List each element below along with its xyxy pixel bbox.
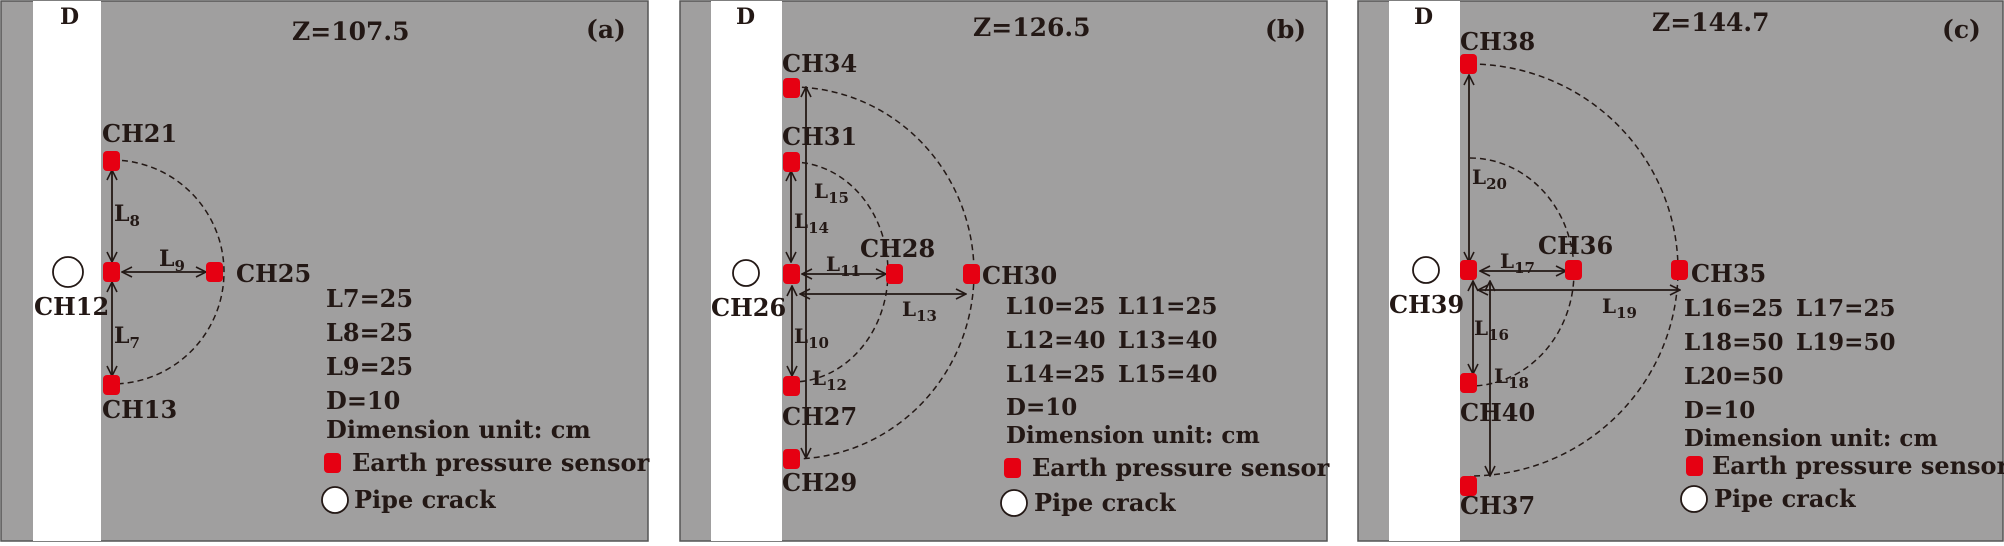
panel-b-legend-sensor-text: Earth pressure sensor (1032, 453, 1330, 482)
panel-a-legend-crack-text: Pipe crack (354, 485, 497, 514)
panel-a-legend-sensor-icon (324, 453, 341, 473)
panel-b-legend-crack-icon (1000, 489, 1028, 517)
panel-a-sensor-ch12 (103, 262, 120, 282)
panel-a-dim-label-l8: L8 (114, 201, 140, 230)
panel-c-legend-crack-text: Pipe crack (1714, 484, 1857, 513)
panel-c-legend-sensor-icon (1686, 456, 1703, 476)
panel-b-sensor-ch28 (886, 264, 903, 284)
panel-b-pipe-crack (732, 259, 760, 287)
panel-b-label-ch28: CH28 (860, 234, 935, 263)
panel-b-legend-l14: L14=25 (1006, 361, 1105, 388)
panel-b-legend-l12: L12=40 (1006, 327, 1105, 354)
panel-b-label-ch31: CH31 (782, 122, 857, 151)
panel-b-legend-l10: L10=25 (1006, 293, 1105, 320)
panel-a-letter: (a) (586, 15, 626, 44)
panel-c-label-ch39: CH39 (1389, 290, 1464, 319)
panel-b: D Z=126.5 (b) CH34 CH31 CH28 CH26 CH30 C… (679, 0, 1330, 542)
panel-b-z-label: Z=126.5 (973, 13, 1090, 42)
panel-c-legend-l17: L17=25 (1796, 295, 1895, 322)
panel-b-sensor-ch26 (783, 264, 800, 284)
panel-c-legend-sensor-text: Earth pressure sensor (1712, 451, 2004, 480)
panel-c-pipe-label: D (1414, 4, 1433, 30)
panel-c-label-ch38: CH38 (1460, 27, 1535, 56)
panel-c-sensor-ch37 (1460, 476, 1477, 496)
panel-a-dim-label-l9: L9 (159, 246, 185, 275)
panel-b-sensor-ch31 (783, 152, 800, 172)
panel-c-sensor-ch35 (1671, 260, 1688, 280)
panel-a-label-ch21: CH21 (102, 119, 177, 148)
panel-c-legend-crack-icon (1680, 485, 1708, 513)
panel-a-label-ch12: CH12 (34, 292, 109, 321)
panel-a-sensor-ch21 (103, 151, 120, 171)
panel-c-letter: (c) (1942, 15, 1981, 44)
panel-b-legend-l13: L13=40 (1118, 327, 1217, 354)
panel-a-label-ch25: CH25 (236, 259, 311, 288)
panel-c-z-label: Z=144.7 (1652, 8, 1769, 37)
panel-a-z-label: Z=107.5 (292, 17, 409, 46)
panel-c-sensor-ch40 (1460, 373, 1477, 393)
panel-a-legend-d: D=10 (326, 386, 400, 415)
panel-b-dim-label-l12: L12 (812, 366, 847, 394)
panel-c-label-ch35: CH35 (1691, 259, 1766, 288)
panel-c-dim-label-l19: L19 (1602, 294, 1637, 322)
panel-b-legend-l11: L11=25 (1118, 293, 1217, 320)
panel-b-legend-unit: Dimension unit: cm (1006, 422, 1260, 449)
panel-c-legend-l19: L19=50 (1796, 329, 1895, 356)
panel-b-legend-sensor-icon (1004, 458, 1021, 478)
panel-a-legend-crack-icon (321, 486, 349, 514)
panel-a-pipe-crack (52, 256, 84, 288)
panel-c-sensor-ch38 (1460, 54, 1477, 74)
panel-b-dim-label-l10: L10 (794, 324, 829, 352)
panel-a-legend-l8: L8=25 (326, 318, 413, 347)
panel-a-legend-unit: Dimension unit: cm (326, 415, 591, 444)
panel-a-pipe-label: D (60, 4, 79, 30)
panel-a-dim-label-l7: L7 (114, 323, 140, 352)
panel-b-sensor-ch29 (783, 449, 800, 469)
panel-c-pipe-crack (1412, 256, 1440, 284)
panel-c: D Z=144.7 (c) CH38 CH36 CH35 CH39 CH40 C… (1357, 0, 2004, 542)
panel-b-legend-crack-text: Pipe crack (1034, 488, 1177, 517)
panel-b-legend-d: D=10 (1006, 394, 1077, 421)
panel-b-label-ch29: CH29 (782, 468, 857, 497)
panel-c-sensor-ch39 (1460, 260, 1477, 280)
panel-b-dim-label-l14: L14 (794, 209, 829, 237)
panel-b-label-ch30: CH30 (982, 261, 1057, 290)
panel-a: D Z=107.5 (a) CH21 CH12 CH25 CH13 L8 L9 … (0, 0, 650, 542)
panel-c-legend-l20: L20=50 (1684, 363, 1783, 390)
panel-b-sensor-ch27 (783, 376, 800, 396)
panel-c-label-ch37: CH37 (1460, 491, 1535, 520)
panel-c-sensor-ch36 (1565, 260, 1582, 280)
panel-c-legend-l16: L16=25 (1684, 295, 1783, 322)
panel-b-legend-l15: L15=40 (1118, 361, 1217, 388)
panel-b-label-ch34: CH34 (782, 49, 857, 78)
panel-b-sensor-ch30 (963, 264, 980, 284)
panel-b-sensor-ch34 (783, 78, 800, 98)
panel-a-legend-sensor-text: Earth pressure sensor (352, 448, 650, 477)
panel-c-label-ch36: CH36 (1538, 231, 1613, 260)
panel-b-dim-label-l13: L13 (902, 297, 937, 325)
panel-c-dim-label-l20: L20 (1472, 165, 1507, 193)
panel-a-sensor-ch13 (103, 375, 120, 395)
panel-b-dim-label-l11: L11 (826, 252, 861, 280)
panel-c-dim-label-l17: L17 (1500, 249, 1535, 277)
panel-b-letter: (b) (1265, 15, 1306, 44)
panel-b-label-ch26: CH26 (711, 293, 786, 322)
panel-c-dim-label-l16: L16 (1474, 316, 1509, 344)
panel-a-legend-l7: L7=25 (326, 284, 413, 313)
panel-c-label-ch40: CH40 (1460, 398, 1535, 427)
panel-b-label-ch27: CH27 (782, 402, 857, 431)
panel-b-pipe-label: D (736, 4, 755, 30)
panel-c-legend-d: D=10 (1684, 397, 1755, 424)
panel-c-legend-unit: Dimension unit: cm (1684, 425, 1938, 452)
panel-a-sensor-ch25 (206, 262, 223, 282)
panel-a-legend-l9: L9=25 (326, 352, 413, 381)
panel-a-arc (111, 159, 225, 385)
panel-a-label-ch13: CH13 (102, 395, 177, 424)
panel-c-legend-l18: L18=50 (1684, 329, 1783, 356)
panel-c-dim-label-l18: L18 (1494, 364, 1529, 392)
panel-b-dim-label-l15: L15 (814, 179, 849, 207)
